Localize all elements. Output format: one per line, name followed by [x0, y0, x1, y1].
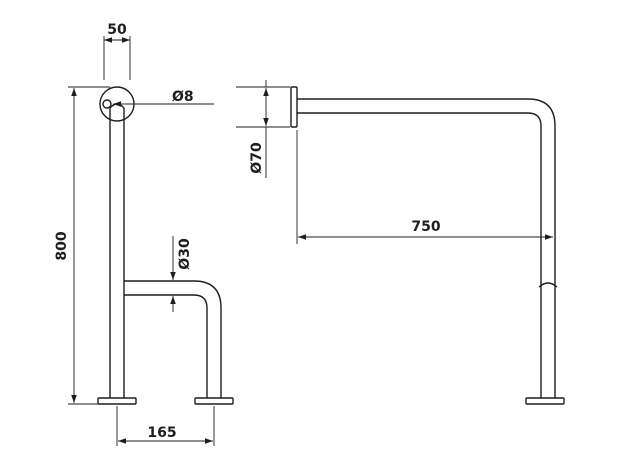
dimension-label-d30: Ø30: [177, 238, 193, 270]
side-tube-outer: [297, 98, 556, 398]
side-view: [290, 86, 565, 405]
dimension-tube-offset: 50: [103, 22, 131, 80]
support-arm-inner: [124, 294, 208, 398]
side-tube-inner: [297, 112, 542, 398]
main-tube-top: [109, 103, 125, 109]
dimension-label-750: 750: [411, 219, 440, 235]
side-wall-flange: [290, 86, 298, 128]
floor-plate-right: [194, 397, 234, 405]
dimension-label-50: 50: [107, 22, 127, 38]
dimension-label-d8: Ø8: [172, 89, 194, 105]
floor-plate-left: [97, 397, 137, 405]
dimension-label-d70: Ø70: [249, 142, 265, 174]
dimension-tube-diameter: Ø30: [170, 236, 193, 312]
dimension-label-800: 800: [54, 231, 70, 260]
dimension-flange-diameter: Ø70: [236, 80, 290, 178]
dimension-foot-spacing: 165: [116, 406, 215, 446]
screw-hole: [102, 99, 112, 109]
dimension-projection: 750: [296, 130, 553, 244]
support-arm-outer: [124, 280, 222, 398]
front-view: [97, 86, 234, 405]
break-mark: [538, 282, 558, 288]
side-floor-plate: [525, 397, 565, 405]
dimension-height: 800: [54, 86, 110, 405]
dimension-label-165: 165: [147, 425, 176, 441]
dimension-screw: Ø8: [113, 89, 214, 107]
